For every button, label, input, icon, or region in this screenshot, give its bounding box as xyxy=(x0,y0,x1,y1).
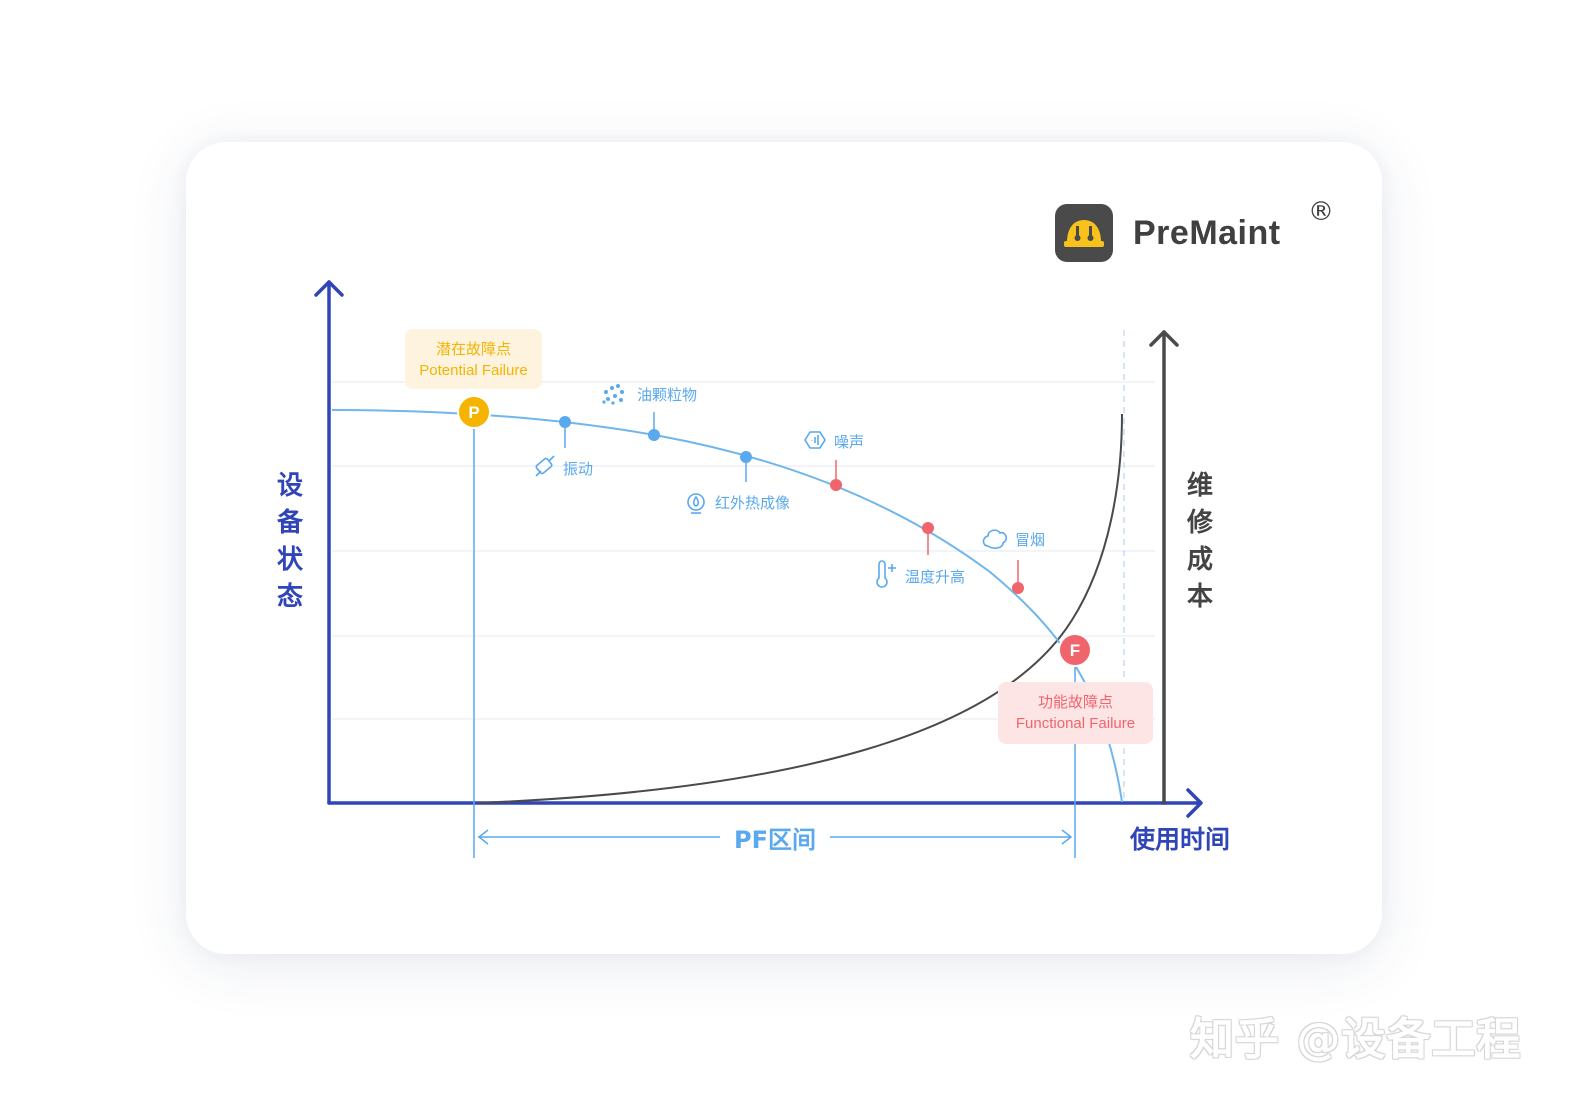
maintenance-cost-curve xyxy=(477,413,1123,804)
infrared-label: 红外热成像 xyxy=(715,494,791,512)
smoke-marker xyxy=(1012,582,1024,594)
guide-lines xyxy=(332,381,1155,720)
potential-failure-title: 潜在故障点 xyxy=(435,340,511,358)
svg-text:F: F xyxy=(1070,641,1080,660)
diagram-card xyxy=(186,142,1382,954)
cost-axis-label: 维修成本 xyxy=(1186,471,1213,612)
infrared-icon xyxy=(687,493,705,514)
vibration-icon xyxy=(535,455,555,477)
watermark: 知乎 @设备工程 xyxy=(1190,1014,1522,1065)
oil-particles-icon xyxy=(602,384,624,405)
potential-failure-subtitle: Potential Failure xyxy=(419,362,528,379)
registered-mark: ® xyxy=(1308,197,1334,227)
cost-axis xyxy=(1149,330,1179,805)
functional-failure-point: F xyxy=(1058,633,1092,667)
temperature-label: 温度升高 xyxy=(905,568,966,586)
oil-particles-marker xyxy=(648,429,660,441)
condition-axis-label: 设备状态 xyxy=(276,471,303,612)
helmet-logo-icon xyxy=(1055,204,1113,262)
noise-label: 噪声 xyxy=(834,433,865,451)
oil-particles-label: 油颗粒物 xyxy=(637,386,698,404)
time-axis xyxy=(327,788,1203,818)
time-axis-label: 使用时间 xyxy=(1130,825,1231,854)
noise-marker xyxy=(830,479,842,491)
temperature-marker xyxy=(922,522,934,534)
vibration-label: 振动 xyxy=(563,460,594,478)
thermometer-icon xyxy=(876,560,896,588)
potential-failure-callout: 潜在故障点 Potential Failure xyxy=(405,329,542,389)
functional-failure-title: 功能故障点 xyxy=(1037,693,1113,711)
svg-text:P: P xyxy=(468,403,479,422)
noise-icon xyxy=(804,431,826,449)
indicator-markers xyxy=(559,412,1024,594)
condition-axis xyxy=(314,280,344,805)
smoke-label: 冒烟 xyxy=(1015,531,1046,549)
functional-failure-subtitle: Functional Failure xyxy=(1015,715,1136,732)
functional-failure-callout: 功能故障点 Functional Failure xyxy=(998,682,1153,744)
vibration-marker xyxy=(559,416,571,428)
brand: PreMaint xyxy=(1055,203,1281,263)
brand-name: PreMaint xyxy=(1133,213,1281,252)
smoke-icon xyxy=(982,529,1008,549)
infrared-marker xyxy=(740,451,752,463)
potential-failure-point: P xyxy=(457,395,491,429)
pf-interval-label: PF区间 xyxy=(720,820,830,855)
